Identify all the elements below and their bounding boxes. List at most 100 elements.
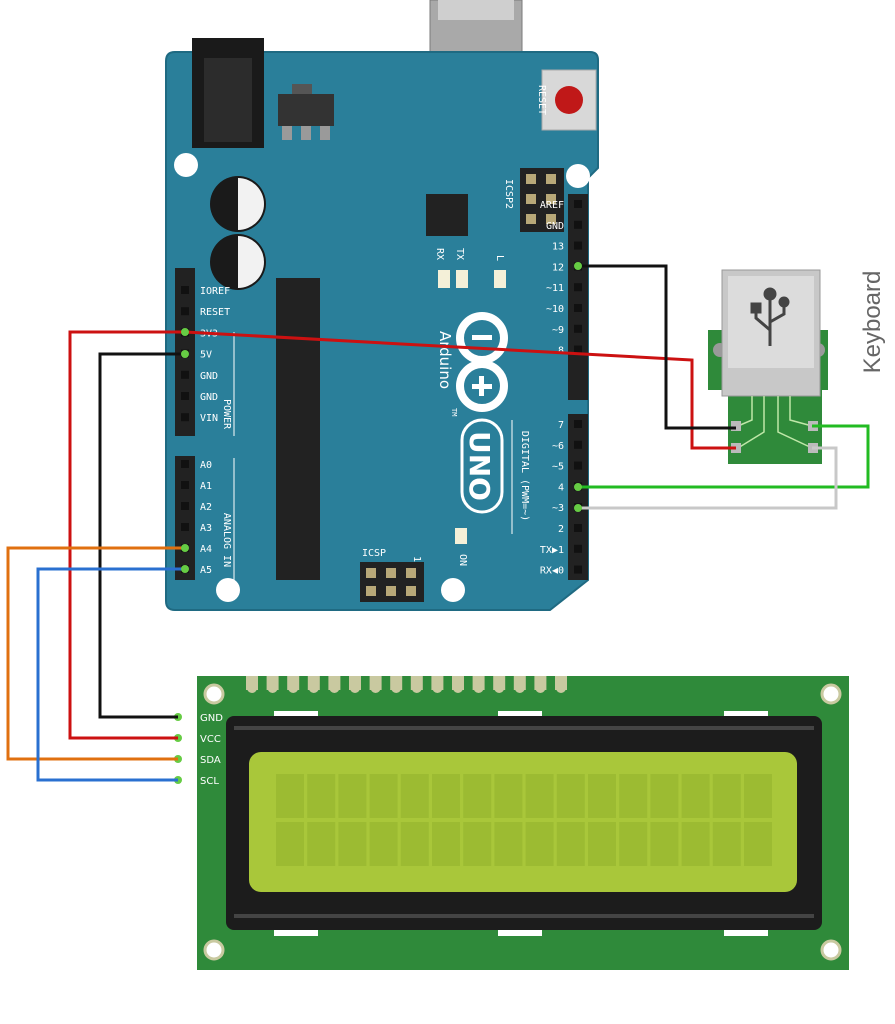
- lcd-pad-hole: [247, 683, 257, 693]
- atmega-chip: [276, 278, 320, 580]
- arduino-pcb: [165, 51, 599, 611]
- lcd-bezel-line: [234, 914, 814, 918]
- lcd-cell: [650, 822, 679, 866]
- lcd-cell: [588, 822, 616, 866]
- digital-pin-label: ~9: [552, 325, 564, 336]
- digital-pin-label: ~3: [552, 503, 564, 514]
- digital-pin[interactable]: [574, 241, 582, 250]
- analog-pin[interactable]: [181, 460, 189, 468]
- power-jack-inner: [204, 58, 252, 142]
- lcd-pin-label: SCL: [200, 776, 219, 787]
- digital-pin-label: ~5: [552, 462, 564, 473]
- analog-pin[interactable]: [181, 481, 189, 489]
- power-pin-label: GND: [200, 392, 218, 403]
- lcd-character-grid: [276, 774, 772, 866]
- wire-joint: [574, 504, 582, 512]
- lcd-mount-hole: [203, 939, 225, 961]
- usb-icon: [750, 287, 790, 346]
- on-label: ON: [457, 554, 468, 566]
- icsp-pin1-label: 1: [411, 556, 422, 562]
- regulator-leg: [320, 126, 330, 140]
- l-led: [494, 270, 506, 288]
- digital-pin[interactable]: [574, 461, 582, 470]
- wire-red-5v-to-keyboard: [184, 330, 736, 450]
- tx-led: [456, 270, 468, 288]
- arduino-brand-text: Arduino: [436, 331, 454, 389]
- power-header-label: POWER: [221, 399, 232, 430]
- icsp2-label: ICSP2: [503, 179, 514, 209]
- wire-joint: [181, 565, 189, 573]
- digital-pin-label: 4: [558, 482, 564, 493]
- digital-pin[interactable]: [574, 200, 582, 208]
- lcd-cell: [681, 822, 710, 866]
- digital-pin[interactable]: [574, 524, 582, 532]
- regulator-leg: [301, 126, 311, 140]
- digital-pin[interactable]: [574, 565, 582, 574]
- lcd-pad-hole: [473, 683, 484, 693]
- power-pin-label: 5V: [200, 350, 212, 361]
- icsp2-header: [520, 168, 564, 232]
- wire-joint: [574, 483, 582, 491]
- power-pin-label: RESET: [200, 307, 230, 318]
- arduino-board: RESET ICSP2 TX RX L ON Arduino: [165, 0, 599, 611]
- digital-pin-label: 13: [552, 242, 564, 253]
- lcd-cell: [276, 822, 304, 866]
- analog-pin[interactable]: [181, 502, 189, 510]
- digital-pin[interactable]: [574, 420, 582, 428]
- lcd-pad-hole: [432, 683, 443, 693]
- wire-joint: [181, 350, 189, 358]
- lcd-cell: [744, 774, 772, 818]
- lcd-cell: [712, 822, 741, 866]
- digital-pin-label: 7: [558, 420, 564, 431]
- analog-header: [175, 456, 195, 580]
- digital-pin[interactable]: [574, 304, 582, 312]
- digital-pin[interactable]: [574, 544, 582, 553]
- icsp-header: [360, 562, 424, 602]
- lcd-cell: [400, 774, 429, 818]
- voltage-regulator-tab: [292, 84, 312, 94]
- lcd-cell: [494, 774, 523, 818]
- lcd-cell: [494, 822, 523, 866]
- keyboard-pin-gnd[interactable]: [731, 421, 741, 431]
- tx-label: TX: [454, 248, 465, 260]
- digital-pin-label: ~10: [546, 304, 564, 315]
- digital-pin[interactable]: [574, 345, 582, 354]
- lcd-pad-hole: [391, 683, 402, 693]
- lcd-bezel-tab: [274, 930, 318, 936]
- digital-pin[interactable]: [574, 324, 582, 333]
- wire-green-d4-to-keyboard-data: [578, 424, 870, 489]
- digital-header-bottom: [568, 414, 588, 580]
- lcd-pad-hole: [370, 683, 381, 693]
- keyboard-label: Keyboard: [859, 271, 886, 374]
- analog-pin-label: A2: [200, 502, 212, 513]
- lcd-cell: [307, 774, 336, 818]
- digital-pin[interactable]: [574, 220, 582, 229]
- wire-blue-a5-to-scl: [36, 567, 185, 782]
- digital-pin[interactable]: [574, 283, 582, 292]
- on-led: [455, 528, 467, 544]
- power-pin[interactable]: [181, 286, 189, 294]
- reset-button[interactable]: [541, 69, 597, 131]
- analog-pin[interactable]: [181, 523, 189, 531]
- keyboard-traces: [737, 396, 813, 449]
- capacitor: [210, 176, 266, 232]
- lcd-pad-hole: [453, 683, 463, 693]
- power-pin[interactable]: [181, 307, 189, 316]
- wire-joint: [181, 328, 189, 336]
- power-pin[interactable]: [181, 370, 189, 379]
- lcd-pin-label: VCC: [200, 734, 221, 745]
- uno-badge: [460, 418, 504, 514]
- lcd-bezel-tab: [724, 930, 768, 936]
- reset-label: RESET: [536, 85, 547, 115]
- lcd-cell: [369, 774, 398, 818]
- lcd-bezel-tab: [274, 711, 318, 717]
- power-pin[interactable]: [181, 392, 189, 400]
- rx-led: [438, 270, 450, 288]
- wire-white-d3-to-keyboard-clock: [578, 446, 838, 510]
- digital-pin-label: ~6: [552, 441, 564, 452]
- lcd-bezel-tab: [498, 711, 542, 717]
- digital-pin[interactable]: [574, 440, 582, 449]
- power-pin[interactable]: [181, 413, 189, 422]
- lcd-cell: [556, 822, 585, 866]
- digital-pin-label: 2: [558, 524, 564, 535]
